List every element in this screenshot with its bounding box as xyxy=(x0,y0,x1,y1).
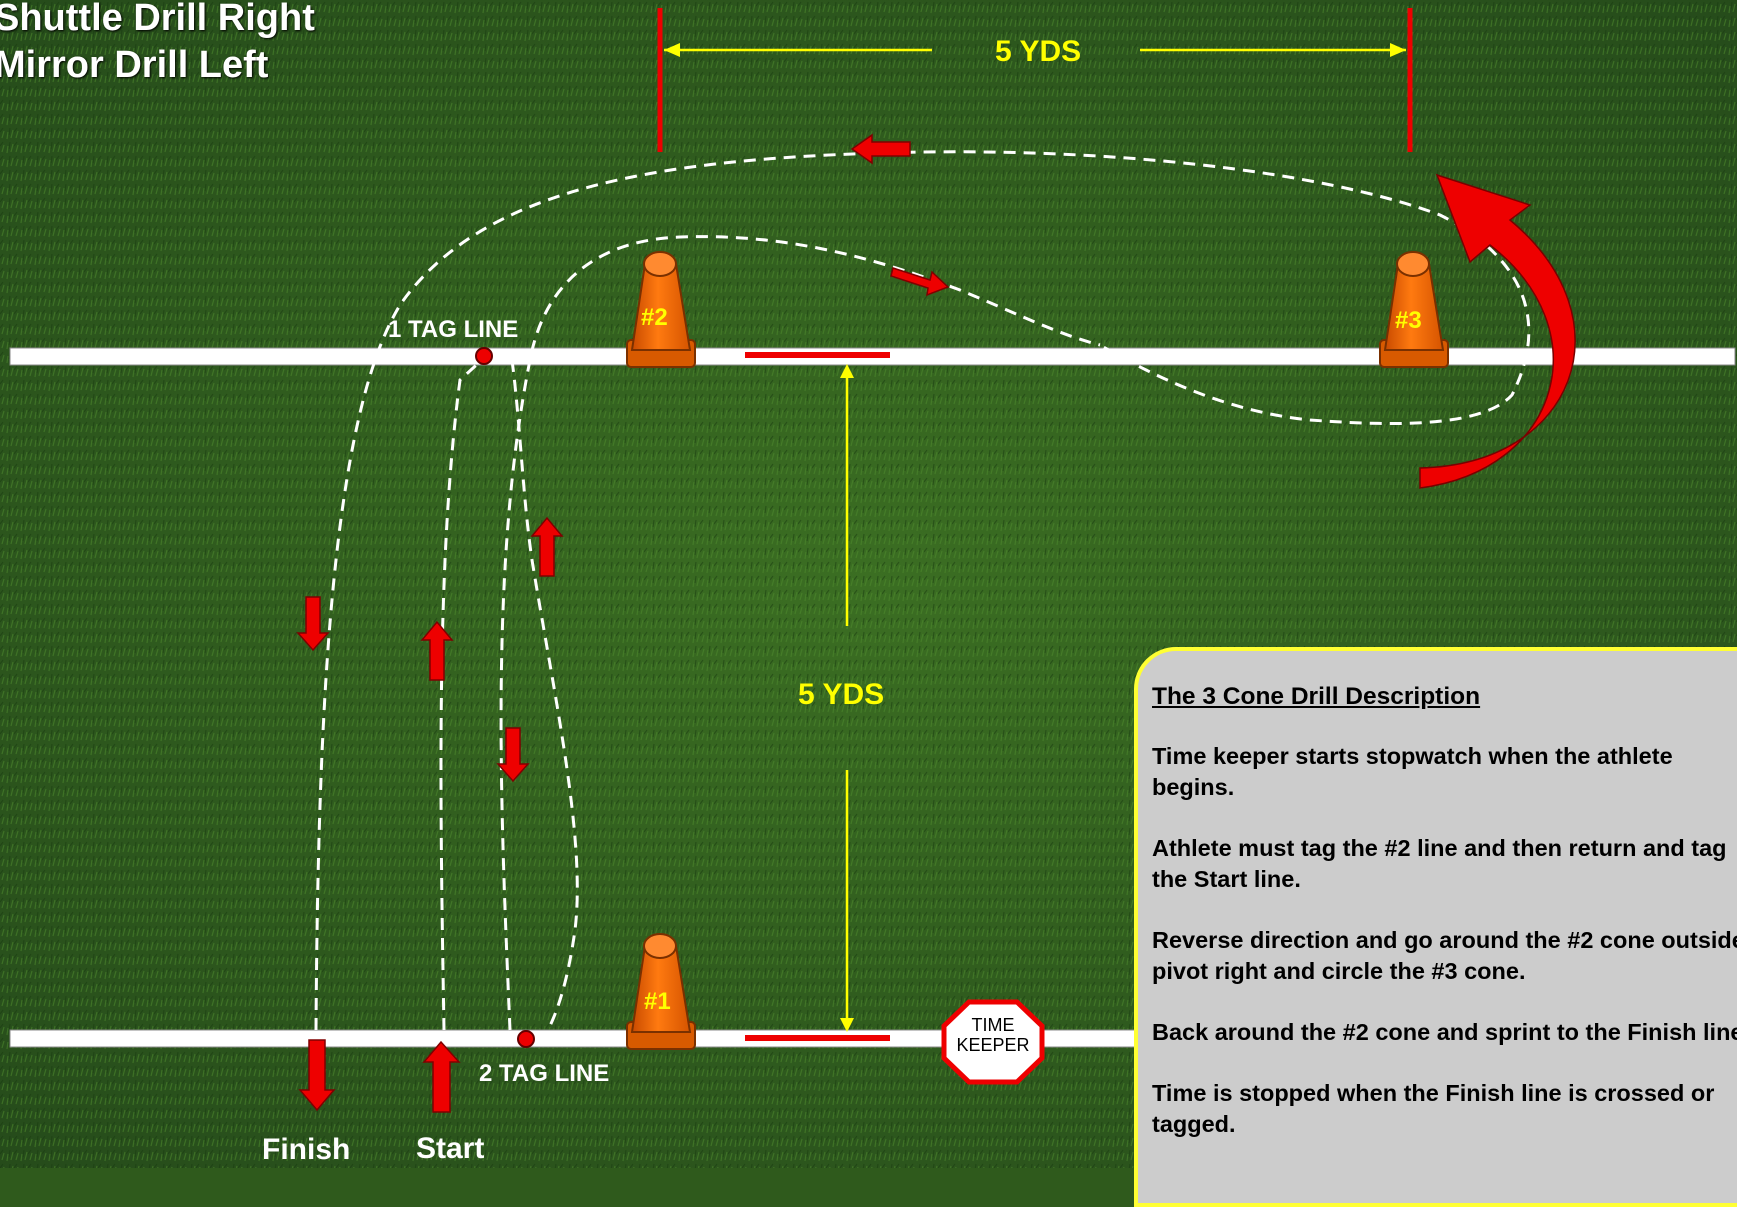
tag-line-2-label: 2 TAG LINE xyxy=(479,1060,609,1088)
cone-2-label: #2 xyxy=(641,304,668,332)
start-label: Start xyxy=(416,1132,484,1166)
cone-1-label: #1 xyxy=(644,988,671,1016)
description-heading: The 3 Cone Drill Description xyxy=(1152,681,1737,712)
time-keeper-line-1: TIME xyxy=(946,1015,1040,1035)
upper-center-mark xyxy=(745,352,890,358)
cone-3-label: #3 xyxy=(1395,307,1422,335)
top-distance-label: 5 YDS xyxy=(995,35,1081,69)
drill-title-line-1: Shuttle Drill Right xyxy=(0,0,315,42)
description-step-3: Reverse direction and go around the #2 c… xyxy=(1152,925,1737,987)
finish-label: Finish xyxy=(262,1133,350,1167)
tag-line-2-dot xyxy=(518,1031,534,1047)
drill-title: Shuttle Drill Right Mirror Drill Left xyxy=(0,0,315,89)
time-keeper-label: TIME KEEPER xyxy=(946,1015,1040,1055)
tag-line-1-label: 1 TAG LINE xyxy=(388,316,518,344)
time-keeper-line-2: KEEPER xyxy=(946,1035,1040,1055)
tag-line-1-dot xyxy=(476,348,492,364)
description-step-5: Time is stopped when the Finish line is … xyxy=(1152,1078,1737,1140)
lower-center-mark xyxy=(745,1035,890,1041)
description-step-2: Athlete must tag the #2 line and then re… xyxy=(1152,833,1737,895)
drill-description-panel: The 3 Cone Drill Description Time keeper… xyxy=(1134,647,1737,1207)
drill-title-line-2: Mirror Drill Left xyxy=(0,42,315,89)
description-step-4: Back around the #2 cone and sprint to th… xyxy=(1152,1017,1737,1048)
description-step-1: Time keeper starts stopwatch when the at… xyxy=(1152,741,1737,803)
middle-distance-label: 5 YDS xyxy=(798,678,884,712)
